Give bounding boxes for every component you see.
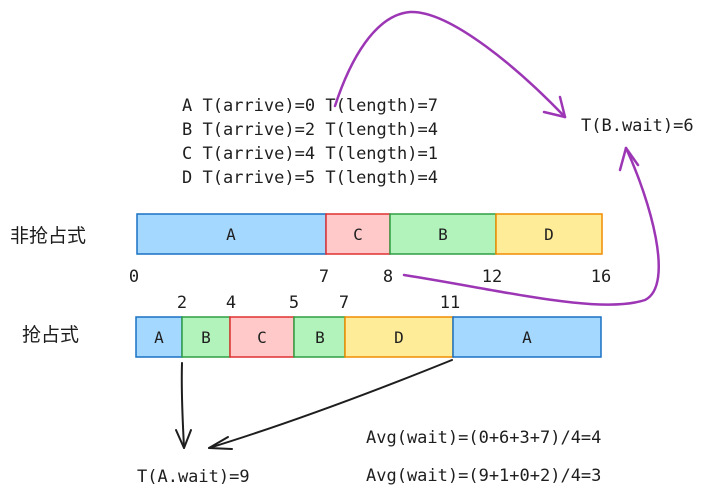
np-tick: 12	[482, 267, 502, 287]
purple-arrow-right	[402, 146, 660, 306]
p-segment-a1	[135, 316, 183, 358]
preemptive-label: 抢占式	[22, 324, 79, 346]
p-segment-c	[229, 316, 295, 358]
np-tick: 7	[319, 267, 329, 287]
process-table: A T(arrive)=0 T(length)=7 B T(arrive)=2 …	[182, 96, 438, 188]
preemptive-ticks: 2 4 5 7 11	[177, 293, 460, 313]
p-segment-d-label: D	[394, 328, 404, 347]
process-line-d: D T(arrive)=5 T(length)=T(length)=4	[182, 168, 438, 188]
p-segment-b2	[293, 316, 346, 358]
np-segment-a-label: A	[226, 225, 236, 244]
p-tick: 5	[289, 293, 299, 313]
black-arrows	[175, 359, 453, 450]
a-wait-label: T(A.wait)=9	[137, 467, 250, 487]
np-segment-d-label: D	[544, 225, 554, 244]
p-segment-b1-label: B	[201, 328, 211, 347]
avg-wait-preemptive: Avg(wait)=(9+1+0+2)/4=3	[366, 466, 601, 486]
np-segment-b	[389, 213, 497, 255]
np-segment-a	[136, 213, 327, 255]
p-tick: 7	[339, 293, 349, 313]
np-tick: 16	[591, 267, 611, 287]
b-wait-label: T(B.wait)=6	[581, 116, 694, 136]
purple-arrow-top	[333, 10, 567, 119]
non-preemptive-timeline: A C B D	[136, 213, 603, 255]
np-tick: 0	[129, 267, 139, 287]
avg-wait-non-preemptive: Avg(wait)=(0+6+3+7)/4=4	[366, 428, 601, 448]
process-line-a: A T(arrive)=0 T(length)=7	[182, 96, 438, 116]
non-preemptive-ticks: 0 7 8 12 16	[129, 267, 611, 287]
np-segment-d	[495, 213, 603, 255]
p-tick: 2	[177, 293, 187, 313]
preemptive-timeline: A B C B D A	[135, 316, 602, 358]
p-tick: 11	[440, 293, 460, 313]
p-segment-a2	[452, 316, 602, 358]
p-segment-a2-label: A	[522, 328, 532, 347]
p-segment-a1-label: A	[154, 328, 164, 347]
p-segment-c-label: C	[257, 328, 267, 347]
p-segment-d	[344, 316, 454, 358]
p-tick: 4	[226, 293, 236, 313]
non-preemptive-label: 非抢占式	[10, 225, 86, 247]
np-tick: 8	[383, 267, 393, 287]
p-segment-b2-label: B	[315, 328, 325, 347]
p-segment-b1	[181, 316, 231, 358]
np-segment-b-label: B	[438, 225, 448, 244]
np-segment-c	[325, 213, 391, 255]
process-line-c: C T(arrive)=4 T(length)=1	[182, 144, 438, 164]
process-line-b: B T(arrive)=2 T(length)=4	[182, 120, 438, 140]
np-segment-c-label: C	[353, 225, 363, 244]
